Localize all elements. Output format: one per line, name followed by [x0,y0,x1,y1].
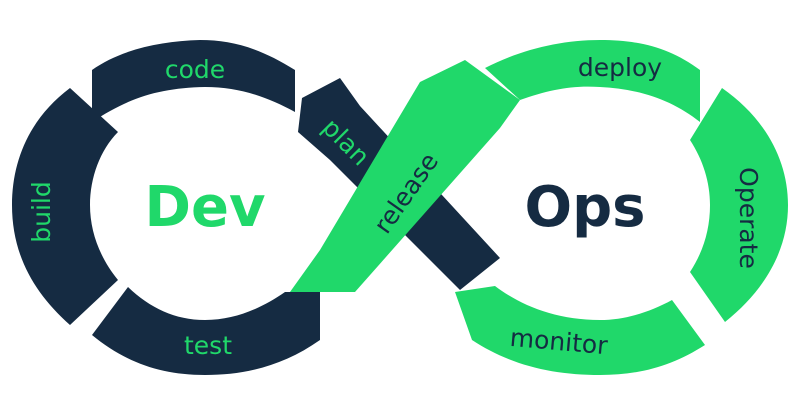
ops-title: Ops [524,175,645,240]
stage-label-code: code [165,55,225,84]
ops-deploy-segment [485,40,700,122]
ops-operate-segment [690,88,788,322]
stage-label-operate: Operate [734,167,763,269]
stage-label-build: build [27,181,56,242]
ops-monitor-segment [455,286,705,375]
stage-label-test: test [184,331,232,360]
stage-label-deploy: deploy [578,53,662,82]
dev-title: Dev [145,175,266,240]
dev-code-segment [92,40,295,122]
dev-build-segment [12,88,118,325]
ops-loop [290,40,788,375]
dev-test-segment [92,287,320,375]
ops-release-segment [290,60,520,292]
